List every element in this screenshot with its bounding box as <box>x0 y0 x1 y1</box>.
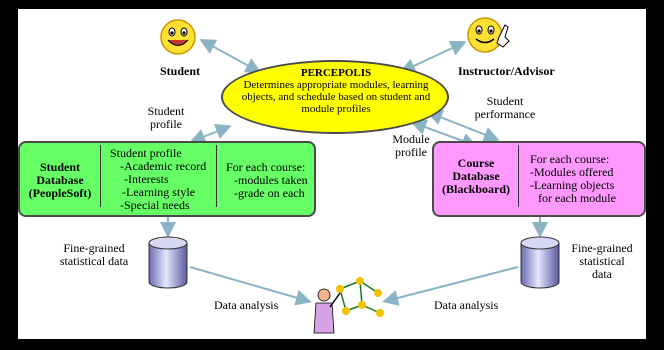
data-analysis-right-label: Data analysis <box>434 298 499 312</box>
list-item: -Special needs <box>120 198 190 212</box>
student-performance-label: Student performance <box>470 95 540 121</box>
student-profile-list: Student profile -Academic record -Intere… <box>110 147 214 212</box>
connector-arrows <box>160 39 548 306</box>
percepolis-title: PERCEPOLIS <box>300 67 372 79</box>
edge-label-line: Module <box>392 132 430 146</box>
label-line: Fine-grained <box>571 241 633 255</box>
data-analysis-left-label: Data analysis <box>214 298 279 312</box>
arrow-instructor-percepolis <box>399 40 467 74</box>
list-item: For each course: <box>530 152 610 166</box>
list-item: For each course: <box>226 160 306 174</box>
database-cylinder-icon <box>146 235 190 296</box>
list-item: -Learning objects <box>530 178 615 192</box>
label-line: statistical <box>579 254 625 268</box>
label-line: statistical data <box>59 254 129 268</box>
fine-grained-left-label: Fine-grained statistical data <box>44 242 144 268</box>
student-smiley-icon <box>158 17 198 62</box>
course-info-list: For each course: -Modules offered -Learn… <box>530 153 642 205</box>
instructor-label: Instructor/Advisor <box>458 64 555 78</box>
name-line: (PeopleSoft) <box>28 186 92 200</box>
list-item: -Interests <box>124 172 169 186</box>
arrow-cylinder-analysis-right <box>382 266 519 306</box>
list-item: for each module <box>538 191 616 205</box>
divider <box>216 145 217 207</box>
name-line: Student <box>39 160 80 174</box>
percepolis-line: module profiles <box>301 103 371 115</box>
fine-grained-right-label: Fine-grained statistical data <box>564 242 640 281</box>
name-line: Course <box>457 156 495 170</box>
data-analysis-figure-icon <box>310 275 390 342</box>
list-item: -grade on each <box>234 186 305 200</box>
divider <box>518 145 519 207</box>
percepolis-line: objects, and schedule based on student a… <box>241 91 431 103</box>
edge-label-line: performance <box>474 107 536 121</box>
arrow-percepolis-studentdb <box>189 124 232 144</box>
percepolis-line: Determines appropriate modules, learning <box>243 79 429 91</box>
name-line: Database <box>452 169 500 183</box>
student-course-list: For each course: -modules taken -grade o… <box>226 161 318 200</box>
student-label: Student <box>159 64 200 78</box>
list-item: -Modules offered <box>530 165 614 179</box>
list-item: -Academic record <box>120 159 207 173</box>
course-database-box: Course Database (Blackboard) For each co… <box>432 141 646 217</box>
course-database-name: Course Database (Blackboard) <box>436 157 516 196</box>
list-item: -modules taken <box>234 173 308 187</box>
label-line: data <box>592 267 612 281</box>
edge-label-line: Student <box>486 94 524 108</box>
list-item: Student profile <box>110 146 182 160</box>
student-database-name: Student Database (PeopleSoft) <box>22 161 98 200</box>
student-database-box: Student Database (PeopleSoft) Student pr… <box>18 141 316 217</box>
list-item: -Learning style <box>122 185 195 199</box>
edge-label-line: Student <box>147 104 185 118</box>
instructor-smiley-icon <box>465 13 511 62</box>
database-cylinder-icon <box>518 235 562 296</box>
arrow-cylinder-analysis-left <box>189 266 312 306</box>
module-profile-label: Module profile <box>386 133 436 159</box>
student-profile-label: Student profile <box>136 105 196 131</box>
name-line: Database <box>36 173 84 187</box>
percepolis-ellipse <box>221 60 449 134</box>
name-line: (Blackboard) <box>441 182 510 196</box>
percepolis-text: PERCEPOLIS Determines appropriate module… <box>228 67 444 115</box>
diagram-canvas: Student Instructor/Advisor PERCEPOLIS De… <box>18 9 646 339</box>
edge-label-line: profile <box>395 145 427 159</box>
label-line: Fine-grained <box>63 241 125 255</box>
edge-label-line: profile <box>150 117 182 131</box>
arrow-student-percepolis <box>199 39 262 73</box>
divider <box>100 145 101 207</box>
